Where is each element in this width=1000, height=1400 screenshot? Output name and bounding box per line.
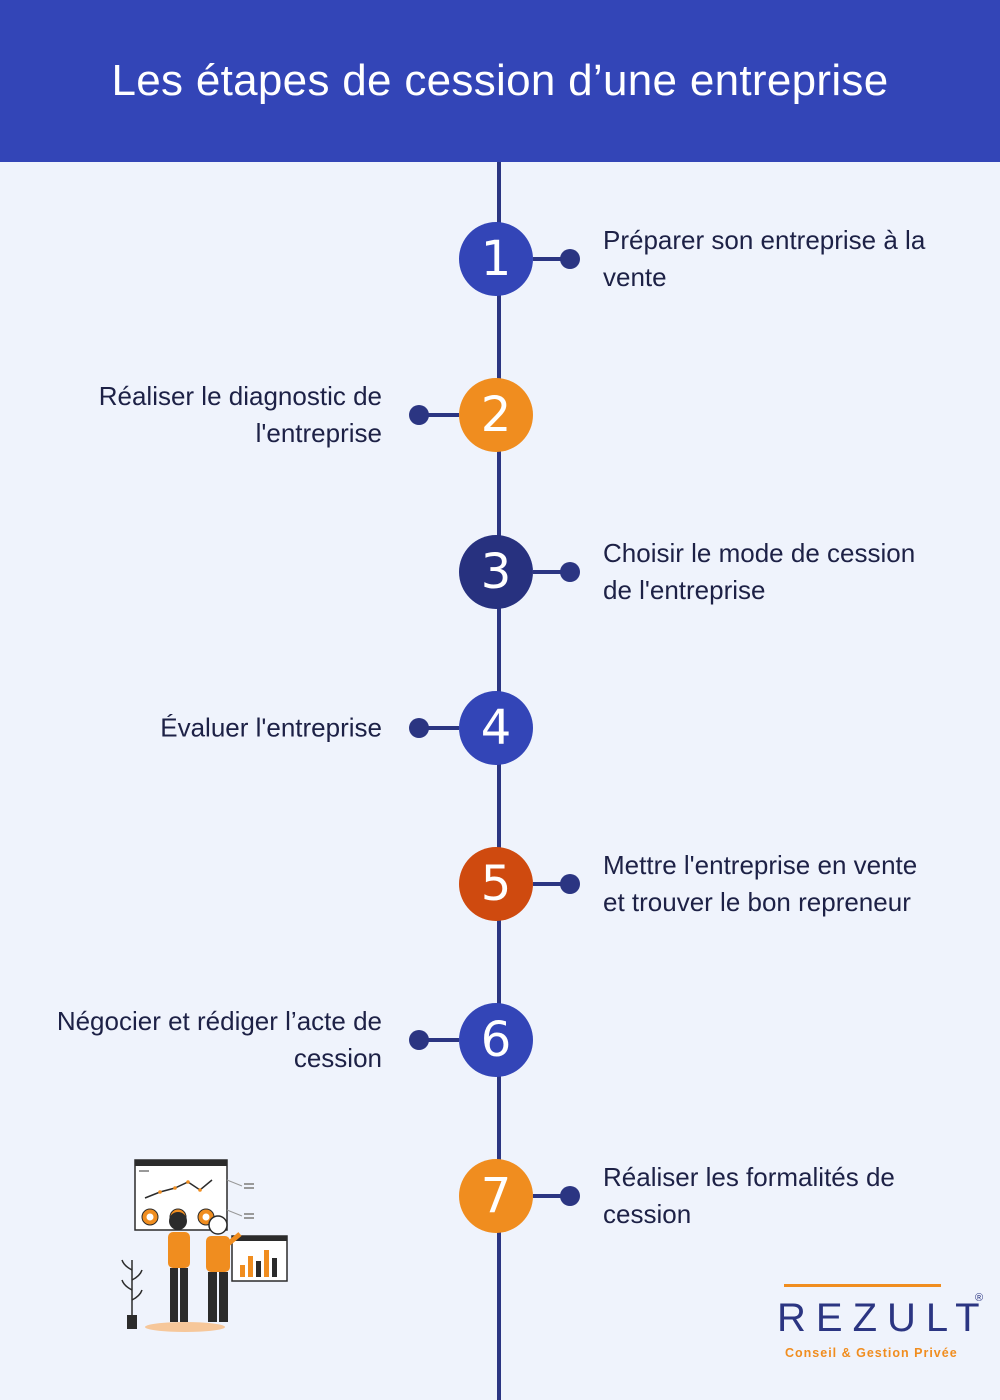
step-connector (533, 882, 569, 886)
logo-accent-line (784, 1284, 941, 1287)
step-label: Mettre l'entreprise en vente et trouver … (603, 850, 918, 917)
step-dot (409, 405, 429, 425)
step-number-circle: 4 (459, 691, 533, 765)
brand-logo: REZULT ® Conseil & Gestion Privée (772, 1282, 992, 1372)
step-dot (560, 1186, 580, 1206)
step-dot (560, 562, 580, 582)
step-label: Négocier et rédiger l’acte de cession (56, 1006, 382, 1073)
step-connector (533, 257, 569, 261)
logo-tagline: Conseil & Gestion Privée (785, 1346, 958, 1360)
registered-mark: ® (975, 1292, 984, 1304)
step-connector (533, 570, 569, 574)
step-number-circle: 7 (459, 1159, 533, 1233)
step-number-circle: 5 (459, 847, 533, 921)
step-dot (409, 718, 429, 738)
step-connector (423, 1038, 459, 1042)
step-dot (409, 1030, 429, 1050)
step-connector (423, 413, 459, 417)
step-label: Réaliser le diagnostic de l'entreprise (98, 381, 382, 448)
step-number-circle: 1 (459, 222, 533, 296)
step-label: Choisir le mode de cession de l'entrepri… (603, 538, 916, 605)
step-dot (560, 874, 580, 894)
timeline-line (497, 162, 501, 1400)
step-number-circle: 6 (459, 1003, 533, 1077)
logo-wordmark: REZULT (777, 1296, 990, 1340)
step-label: Évaluer l'entreprise (160, 712, 382, 743)
step-connector (533, 1194, 569, 1198)
step-number-circle: 3 (459, 535, 533, 609)
step-connector (423, 726, 459, 730)
page-title: Les étapes de cession d’une entreprise (111, 56, 889, 105)
step-label: Préparer son entreprise à la vente (603, 225, 926, 292)
header-banner: Les étapes de cession d’une entreprise (0, 0, 1000, 162)
step-dot (560, 249, 580, 269)
step-number-circle: 2 (459, 378, 533, 452)
step-label: Réaliser les formalités de cession (603, 1162, 895, 1229)
business-analysts-illustration-icon (120, 1150, 305, 1340)
